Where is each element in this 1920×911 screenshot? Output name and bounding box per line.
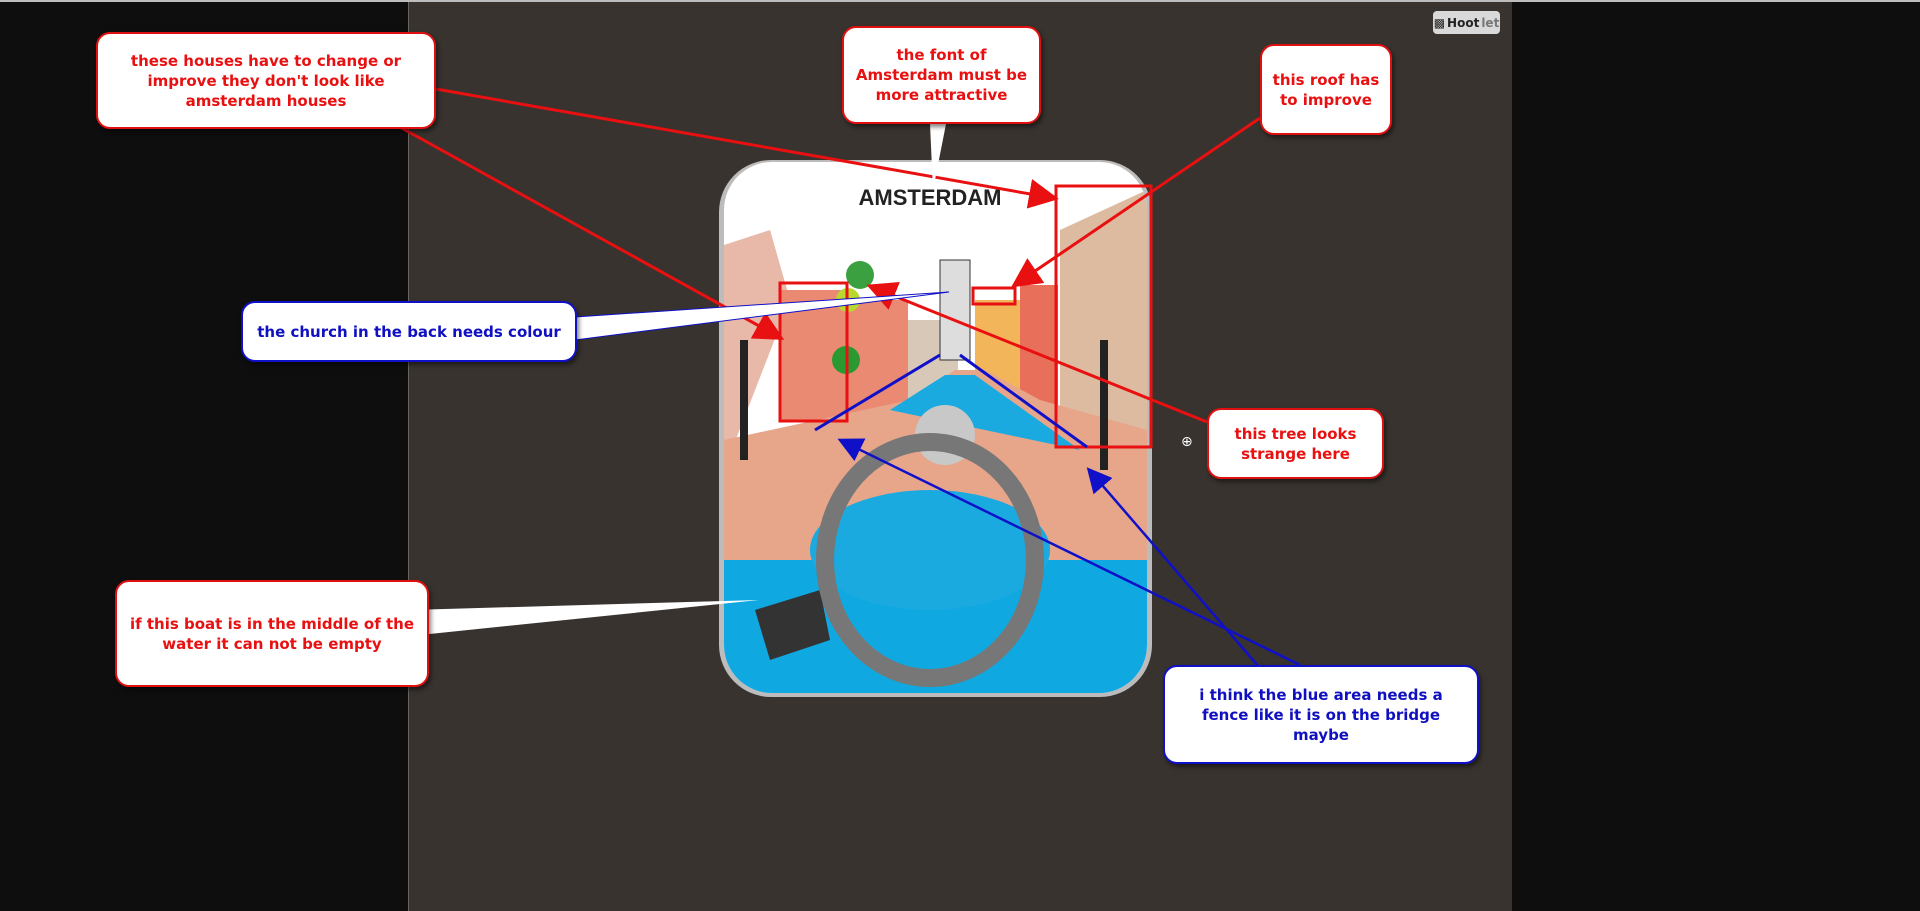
hootlet-label: Hoot: [1447, 15, 1480, 30]
callout-font[interactable]: the font of Amsterdam must be more attra…: [842, 26, 1041, 124]
callout-fence[interactable]: i think the blue area needs a fence like…: [1163, 665, 1479, 764]
zoom-in-cursor-icon: ⊕: [1181, 434, 1193, 450]
owl-icon: ▩: [1433, 15, 1446, 30]
phone-ring-product: AMSTERDAM: [719, 160, 1152, 697]
callout-pointers: [397, 87, 1301, 668]
callout-boat[interactable]: if this boat is in the middle of the wat…: [115, 580, 429, 687]
callout-roof[interactable]: this roof has to improve: [1260, 44, 1392, 135]
callout-houses[interactable]: these houses have to change or improve t…: [96, 32, 436, 129]
artwork-title: AMSTERDAM: [859, 185, 1002, 210]
top-border: [0, 0, 1920, 2]
hootlet-label-suffix: let: [1481, 15, 1500, 30]
callout-tree[interactable]: this tree looks strange here: [1207, 408, 1384, 479]
callout-church[interactable]: the church in the back needs colour: [241, 301, 577, 362]
markup-rectangles: [778, 184, 1153, 449]
